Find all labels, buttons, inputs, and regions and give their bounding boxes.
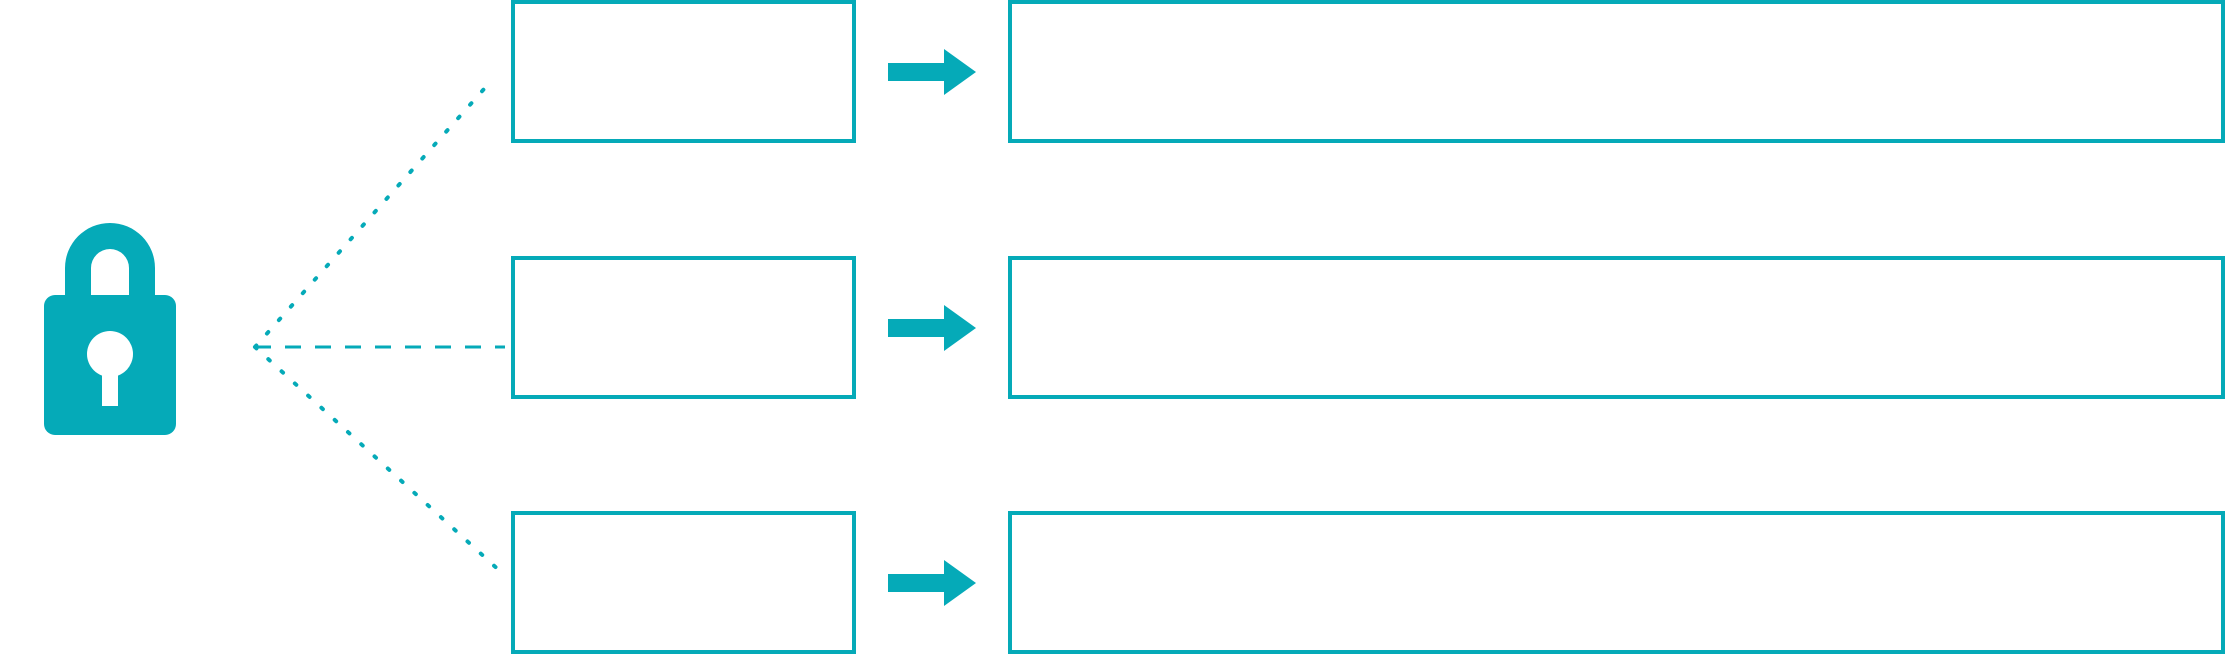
row-2-large-box-label [1012,260,2221,288]
row-1-small-box[interactable] [511,0,856,143]
diagram-row [0,0,2229,145]
row-2-large-box[interactable] [1008,256,2225,399]
diagram-row [0,511,2229,655]
row-1-large-box-label [1012,4,2221,32]
arrow-right-icon [888,558,976,608]
arrow-right-icon [888,47,976,97]
row-2-small-box[interactable] [511,256,856,399]
arrow-right-icon [888,303,976,353]
row-2-small-box-label [515,260,852,288]
row-3-small-box-label [515,515,852,543]
row-3-large-box[interactable] [1008,511,2225,654]
row-1-small-box-label [515,4,852,32]
row-3-large-box-label [1012,515,2221,543]
row-1-large-box[interactable] [1008,0,2225,143]
diagram-row [0,256,2229,401]
row-3-small-box[interactable] [511,511,856,654]
padlock-icon [28,206,192,446]
